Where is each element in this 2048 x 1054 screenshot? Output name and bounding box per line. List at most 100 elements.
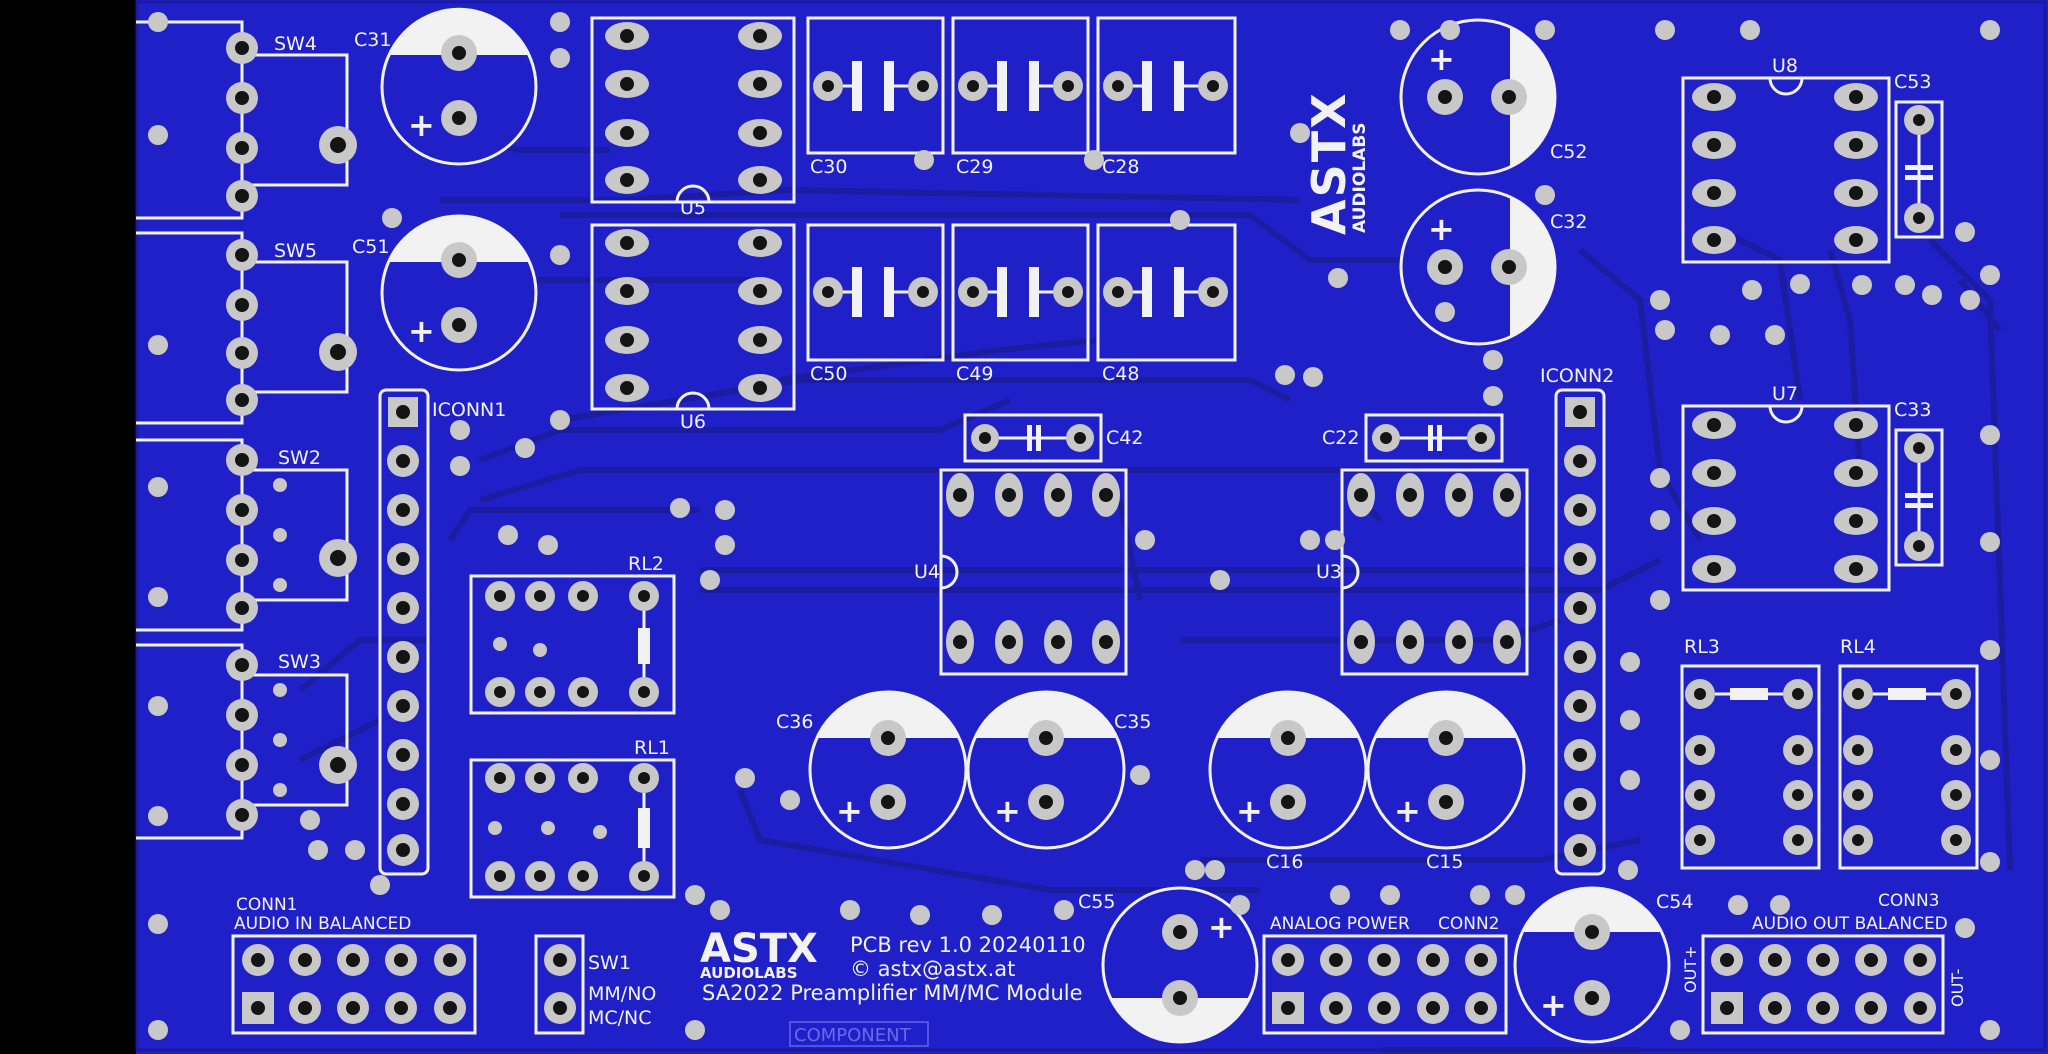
relay-rl1[interactable] <box>469 758 676 899</box>
u6-label: U6 <box>680 411 706 433</box>
product-name: SA2022 Preamplifier MM/MC Module <box>702 981 1083 1005</box>
capacitor-c50[interactable] <box>806 223 945 362</box>
c35-plus: + <box>994 792 1021 830</box>
c16-label: C16 <box>1266 851 1303 873</box>
u4-label: U4 <box>914 561 940 583</box>
c33-label: C33 <box>1894 399 1931 421</box>
capacitor-c16[interactable] <box>1208 690 1368 850</box>
capacitor-c29[interactable] <box>951 16 1090 155</box>
sw5-label: SW5 <box>274 240 317 262</box>
ic-u7[interactable] <box>1681 404 1891 592</box>
ic-u6[interactable] <box>590 223 796 411</box>
c52-label: C52 <box>1550 141 1587 163</box>
svg-text:ASTX: ASTX <box>1302 91 1356 235</box>
conn1-label: CONN1 <box>236 895 298 915</box>
conn2-label: CONN2 <box>1438 914 1500 934</box>
connector-conn2[interactable] <box>1262 934 1508 1035</box>
sw1-label: SW1 <box>588 952 631 974</box>
capacitor-c52[interactable] <box>1399 18 1557 176</box>
c15-label: C15 <box>1426 851 1463 873</box>
c49-label: C49 <box>956 363 993 385</box>
capacitor-c55[interactable] <box>1101 886 1259 1044</box>
switch-sw3[interactable] <box>136 643 357 840</box>
c55-label: C55 <box>1078 891 1115 913</box>
svg-text:AUDIOLABS: AUDIOLABS <box>1350 122 1370 233</box>
c32-label: C32 <box>1550 211 1587 233</box>
capacitor-c42[interactable] <box>963 413 1103 463</box>
c54-label: C54 <box>1656 891 1693 913</box>
component-side-label: COMPONENT <box>794 1025 912 1046</box>
sw1-mode-mm: MM/NO <box>588 983 656 1005</box>
c36-label: C36 <box>776 711 813 733</box>
capacitor-c32[interactable] <box>1399 188 1557 346</box>
u5-label: U5 <box>680 197 706 219</box>
capacitor-c36[interactable] <box>808 690 968 850</box>
relay-rl2[interactable] <box>469 574 676 715</box>
capacitor-c35[interactable] <box>966 690 1126 850</box>
sw1-mode-mc: MC/NC <box>588 1007 652 1029</box>
c48-label: C48 <box>1102 363 1139 385</box>
capacitor-c22[interactable] <box>1364 413 1504 463</box>
rl3-label: RL3 <box>1684 636 1720 658</box>
rl1-label: RL1 <box>634 737 670 759</box>
contact-email: © astx@astx.at <box>850 957 1015 981</box>
astx-logo-sub: AUDIOLABS <box>700 964 798 982</box>
iconn1-label: ICONN1 <box>432 399 506 421</box>
header-iconn2[interactable] <box>1554 388 1606 876</box>
ic-u8[interactable] <box>1681 76 1891 264</box>
c31-label: C31 <box>354 29 391 51</box>
relay-rl3[interactable] <box>1680 664 1821 870</box>
c22-label: C22 <box>1322 427 1359 449</box>
astx-logo-vertical: ASTX AUDIOLABS <box>1302 91 1370 235</box>
c32-plus: + <box>1428 210 1455 248</box>
capacitor-c31[interactable] <box>380 7 538 166</box>
c55-plus: + <box>1208 908 1235 946</box>
c16-plus: + <box>1236 792 1263 830</box>
iconn2-label: ICONN2 <box>1540 365 1614 387</box>
c51-plus: + <box>408 312 435 350</box>
u7-label: U7 <box>1772 383 1798 405</box>
connector-conn1[interactable] <box>231 934 477 1035</box>
c29-label: C29 <box>956 156 993 178</box>
ic-u4[interactable] <box>939 468 1128 676</box>
capacitor-c49[interactable] <box>951 223 1090 362</box>
c50-label: C50 <box>810 363 847 385</box>
ic-u5[interactable] <box>590 16 796 204</box>
pcb-revision: PCB rev 1.0 20240110 <box>850 933 1086 957</box>
component-side-box <box>789 1021 929 1047</box>
c54-plus: + <box>1540 986 1567 1024</box>
capacitor-c33[interactable] <box>1894 428 1944 567</box>
c35-label: C35 <box>1114 711 1151 733</box>
c15-plus: + <box>1394 792 1421 830</box>
relay-rl4[interactable] <box>1838 664 1979 870</box>
c30-label: C30 <box>810 156 847 178</box>
out-minus-label: OUT- <box>1948 969 1967 1007</box>
c28-label: C28 <box>1102 156 1139 178</box>
capacitor-c54[interactable] <box>1513 886 1671 1044</box>
u8-label: U8 <box>1772 55 1798 77</box>
capacitor-c30[interactable] <box>806 16 945 155</box>
rl4-label: RL4 <box>1840 636 1876 658</box>
switch-sw4[interactable] <box>136 20 357 220</box>
switch-sw2[interactable] <box>136 438 357 632</box>
capacitor-c53[interactable] <box>1894 100 1944 239</box>
analog-power-label: ANALOG POWER <box>1270 914 1410 934</box>
switch-sw5[interactable] <box>136 231 357 425</box>
sw3-label: SW3 <box>278 651 321 673</box>
c36-plus: + <box>836 792 863 830</box>
ic-u3[interactable] <box>1340 468 1529 676</box>
capacitor-c48[interactable] <box>1096 223 1237 362</box>
capacitor-c51[interactable] <box>380 214 538 372</box>
conn1-subtitle: AUDIO IN BALANCED <box>234 914 411 934</box>
c51-label: C51 <box>352 236 389 258</box>
u3-label: U3 <box>1316 561 1342 583</box>
switch-sw1[interactable] <box>534 934 585 1035</box>
vias <box>148 12 2000 1040</box>
conn3-subtitle: AUDIO OUT BALANCED <box>1752 914 1948 934</box>
rl2-label: RL2 <box>628 553 664 575</box>
capacitor-c28[interactable] <box>1096 16 1237 155</box>
capacitor-c15[interactable] <box>1366 690 1526 850</box>
connector-conn3[interactable] <box>1701 934 1945 1035</box>
header-iconn1[interactable] <box>378 388 430 876</box>
